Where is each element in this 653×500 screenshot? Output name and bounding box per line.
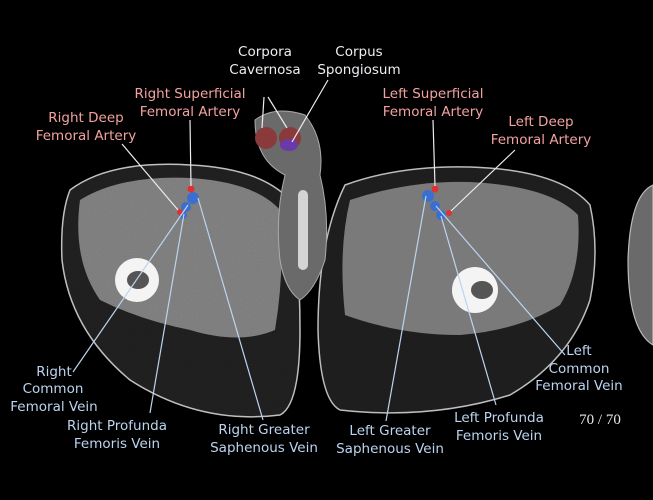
adjacent-slice-edge bbox=[627, 184, 653, 346]
left-vessels bbox=[422, 185, 452, 220]
corpus-spongiosum bbox=[280, 139, 298, 151]
right-thigh bbox=[60, 160, 302, 425]
left-femur bbox=[452, 267, 498, 313]
corpus-cavernosum-right bbox=[255, 127, 277, 149]
penis bbox=[254, 110, 328, 301]
urethra-contrast bbox=[298, 190, 308, 270]
leader-lines bbox=[72, 79, 566, 422]
slice-indicator: 70 / 70 bbox=[579, 412, 621, 428]
